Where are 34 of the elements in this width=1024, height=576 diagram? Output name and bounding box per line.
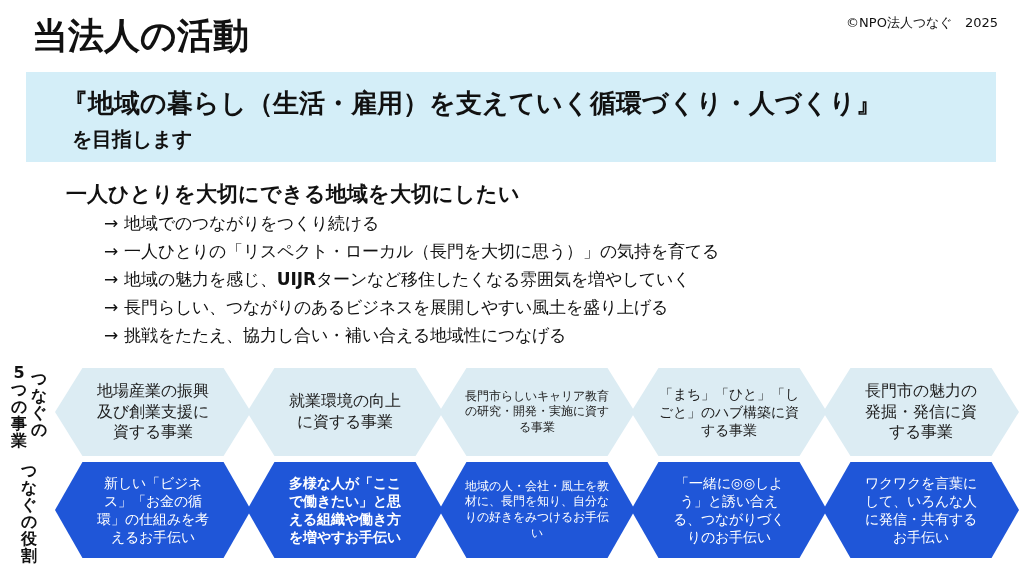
hexagon-text: ワクワクを言葉にして、いろんな人に発信・共有するお手伝い [864,473,978,548]
bullet-text: → 長門らしい、つながりのあるビジネスを展開しやすい風土を盛り上げる [104,296,668,319]
business-hexagon [631,368,827,456]
banner-subline: を目指します [72,126,192,153]
business-hexagon [55,368,251,456]
bullet-text: → 地域の魅力を感じ、UIJRターンなど移住したくなる雰囲気を増やしていく [104,268,691,291]
copyright-note: ©NPO法人つなぐ 2025 [846,14,998,32]
business-hexagon [823,368,1019,456]
hexagon-text: 長門市の魅力の発掘・発信に資する事業 [864,379,978,444]
hexagon-text: 地域の人・会社・風土を教材に、長門を知り、自分なりの好きをみつけるお手伝い [464,477,610,542]
banner-headline: 『地域の暮らし（生活・雇用）を支えていく循環づくり・人づくり』 [62,87,882,120]
hexagon-text: 地場産業の振興及び創業支援に資する事業 [96,379,210,444]
role-hexagon [247,462,443,558]
role-hexagon [631,462,827,558]
hexagon-text: 就業環境の向上に資する事業 [288,390,402,433]
hexagon-text: 新しい「ビジネス」「お金の循環」の仕組みを考えるお手伝い [96,473,210,548]
heading: 一人ひとりを大切にできる地域を大切にしたい [66,181,520,208]
row-label: つなぐの [30,370,48,441]
role-hexagon [55,462,251,558]
hexagon-text: 「一緒に◎◎しよう」と誘い合える、つながりづくりのお手伝い [672,473,786,548]
hexagon-text: 長門市らしいキャリア教育の研究・開発・実施に資する事業 [464,387,610,436]
business-hexagon [439,368,635,456]
role-hexagon [439,462,635,558]
hexagon-text: 多様な人が「ここで働きたい」と思える組織や働き方を増やすお手伝い [288,473,402,548]
bullet-text: → 一人ひとりの「リスペクト・ローカル（長門を大切に思う）」の気持を育てる [104,240,719,263]
hexagon-text: 「まち」「ひと」「しごと」のハブ構築に資する事業 [658,384,800,441]
business-hexagon [247,368,443,456]
bullet-text: → 挑戦をたたえ、協力し合い・補い合える地域性につなげる [104,324,566,347]
banner-panel [26,72,996,162]
page-title: 当法人の活動 [32,14,249,58]
row-label: つなぐの役割 [20,462,38,566]
role-hexagon [823,462,1019,558]
bullet-text: → 地域でのつながりをつくり続ける [104,212,379,235]
row-label: 5つの事業 [10,364,28,452]
